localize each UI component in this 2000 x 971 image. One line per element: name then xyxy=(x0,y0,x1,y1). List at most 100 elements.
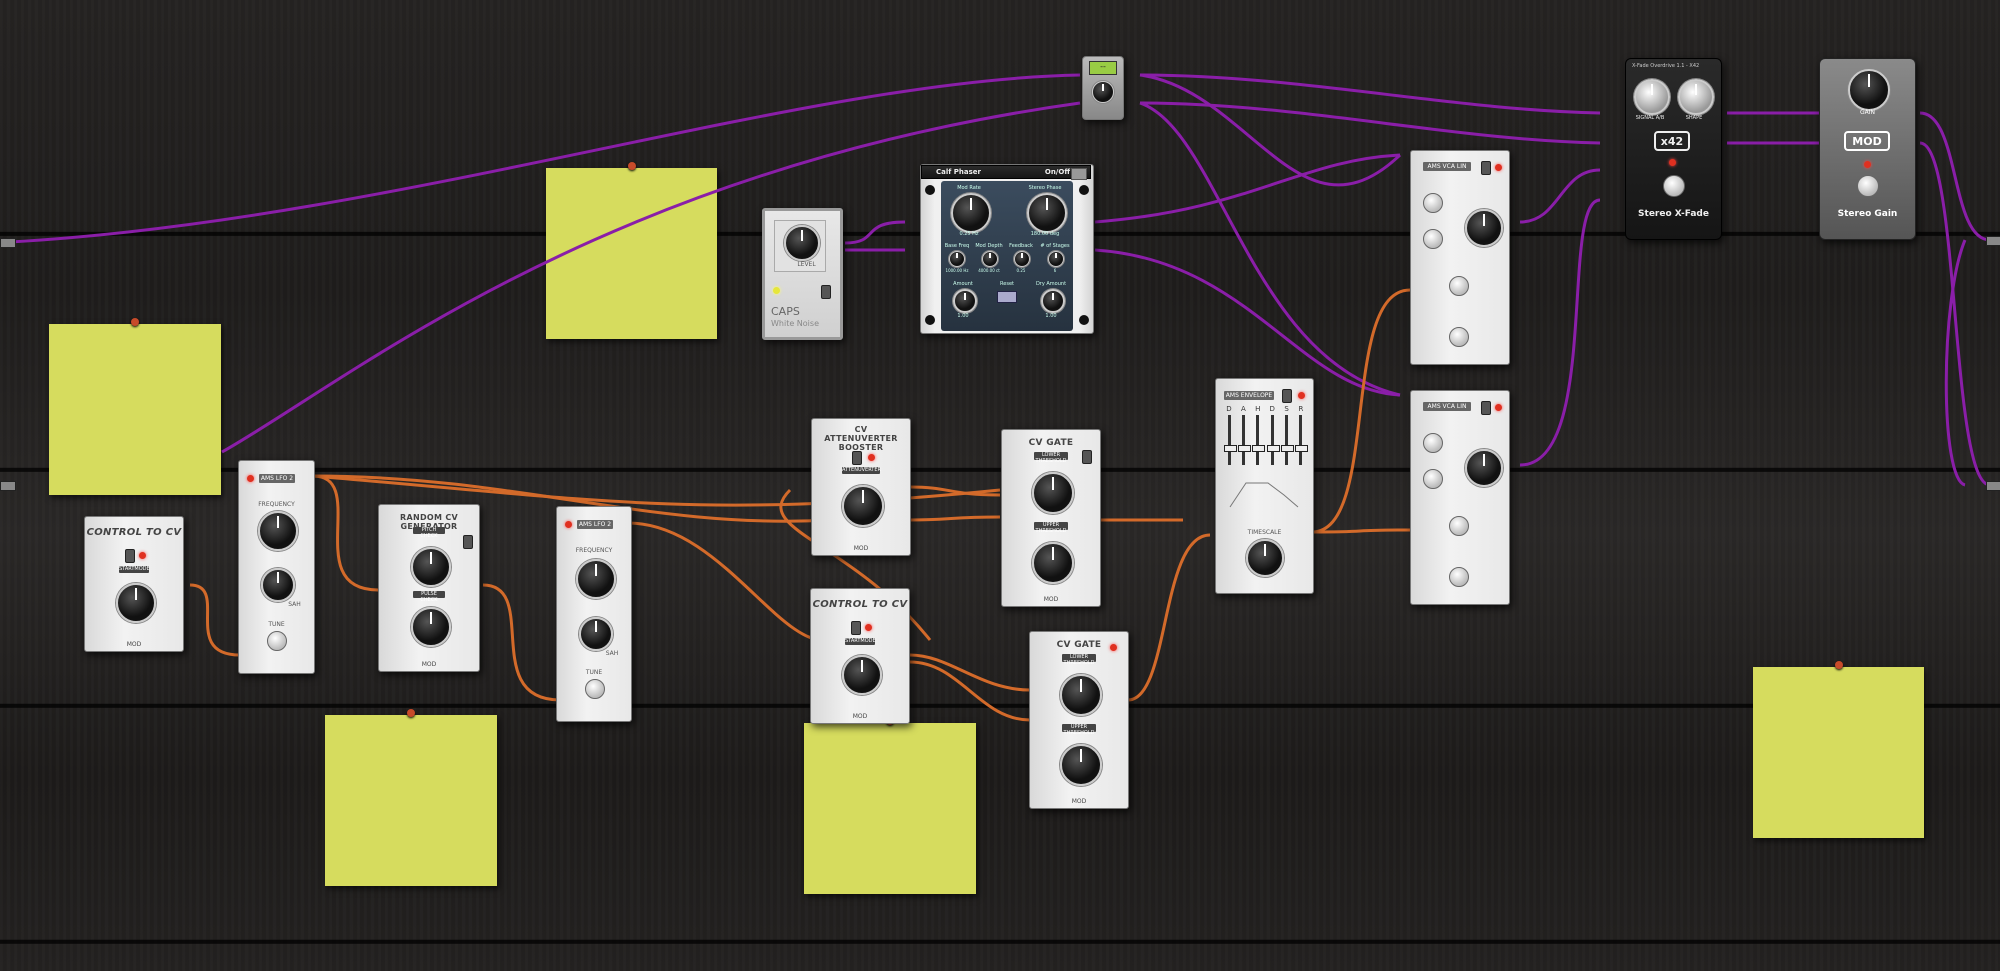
offset-knob[interactable] xyxy=(1449,516,1469,536)
startmode-button[interactable]: STARTMODE xyxy=(845,638,876,645)
gain-scale-knob[interactable] xyxy=(1449,567,1469,587)
feedback-knob[interactable] xyxy=(1014,251,1030,267)
lower-threshold-knob[interactable] xyxy=(1032,472,1074,514)
bypass-toggle[interactable] xyxy=(851,621,861,635)
gain-scale-knob[interactable] xyxy=(1449,327,1469,347)
plugin-name: Stereo X-Fade xyxy=(1638,209,1709,219)
system-output-port[interactable] xyxy=(1986,236,2000,246)
sticky-note[interactable] xyxy=(804,717,976,894)
tune-knob[interactable] xyxy=(585,679,605,699)
slider-d2[interactable]: D xyxy=(1266,405,1280,475)
stereo-phase-knob[interactable] xyxy=(1027,193,1067,233)
lower-threshold-button[interactable]: LOWER THRESHOLD xyxy=(1034,452,1068,464)
upper-threshold-knob[interactable] xyxy=(1032,542,1074,584)
plugin-control-to-cv-2[interactable]: CONTROL TO CV STARTMODE MOD xyxy=(810,588,910,724)
sticky-note[interactable] xyxy=(325,709,497,886)
plugin-cv-gate-2[interactable]: CV GATE LOWER THRESHOLD UPPER THRESHOLD … xyxy=(1029,631,1129,809)
slider-a[interactable]: A xyxy=(1237,405,1251,475)
plugin-random-cv-generator[interactable]: RANDOM CV GENERATOR PITCH CHECK PULSE CH… xyxy=(378,504,480,672)
control-knob[interactable] xyxy=(116,583,156,623)
waveform-knob[interactable] xyxy=(579,617,613,651)
plugin-title: Calf Phaser xyxy=(936,168,981,176)
plugin-ams-vca-2[interactable]: AMS VCA LIN xyxy=(1410,390,1510,605)
system-output-port[interactable] xyxy=(1986,481,2000,491)
onoff-switch[interactable] xyxy=(1071,168,1087,180)
bypass-toggle[interactable] xyxy=(1282,389,1292,403)
plugin-stereo-xfade[interactable]: X-Fade Overdrive 1.1 - X42 SIGNAL A/B SH… xyxy=(1625,58,1722,240)
timescale-knob[interactable] xyxy=(1246,539,1284,577)
mod-depth-value: 4000.00 ct xyxy=(978,268,1000,273)
sticky-note[interactable] xyxy=(49,318,221,495)
system-input-port[interactable] xyxy=(0,238,16,248)
brand-logo: MOD xyxy=(1043,596,1059,603)
stages-knob[interactable] xyxy=(1048,251,1064,267)
plugin-ams-lfo-1[interactable]: AMS LFO 2 FREQUENCY SAH TUNE xyxy=(238,460,315,674)
upper-threshold-knob[interactable] xyxy=(1060,744,1102,786)
footswitch[interactable] xyxy=(1663,175,1685,197)
bypass-toggle[interactable] xyxy=(1481,161,1491,175)
shape-knob[interactable] xyxy=(1678,79,1714,115)
plugin-cv-gate-1[interactable]: CV GATE LOWER THRESHOLD UPPER THRESHOLD … xyxy=(1001,429,1101,607)
plugin-calf-phaser[interactable]: Calf Phaser On/Off Mod Rate 0.25 Hz Ster… xyxy=(920,164,1094,334)
pulse-check-button[interactable]: PULSE CHECK xyxy=(413,591,445,603)
offset-knob[interactable] xyxy=(1449,276,1469,296)
gain-knob[interactable] xyxy=(1423,433,1443,453)
footswitch[interactable] xyxy=(1857,175,1879,197)
bypass-toggle[interactable] xyxy=(821,285,831,299)
mod-rate-knob[interactable] xyxy=(951,193,991,233)
plugin-cv-attenuverter-booster[interactable]: CV ATTENUVERTER BOOSTER ATTENUVERTER MOD xyxy=(811,418,911,556)
bypass-toggle[interactable] xyxy=(852,451,862,465)
base-freq-knob[interactable] xyxy=(949,251,965,267)
plugin-caps-white-noise[interactable]: LEVEL CAPS White Noise xyxy=(762,208,843,340)
signal-ab-knob[interactable] xyxy=(1634,79,1670,115)
slider-d[interactable]: D xyxy=(1223,405,1237,475)
frequency-knob[interactable] xyxy=(576,559,616,599)
plugin-tuner[interactable]: -- xyxy=(1082,56,1124,120)
bypass-toggle[interactable] xyxy=(125,549,135,563)
gain-knob[interactable] xyxy=(1848,69,1890,111)
slider-r[interactable]: R xyxy=(1295,405,1309,475)
gain-knob[interactable] xyxy=(1423,469,1443,489)
dry-amount-knob[interactable] xyxy=(1041,289,1065,313)
plugin-stereo-gain[interactable]: GAIN MOD Stereo Gain xyxy=(1819,58,1916,240)
plugin-ams-vca-1[interactable]: AMS VCA LIN xyxy=(1410,150,1510,365)
pitch-knob[interactable] xyxy=(411,547,451,587)
status-led xyxy=(1495,164,1502,171)
dry-amount-value: 1.00 xyxy=(1045,313,1057,319)
system-input-port[interactable] xyxy=(0,481,16,491)
overall-gain-knob[interactable] xyxy=(1465,209,1503,247)
lower-threshold-button[interactable]: LOWER THRESHOLD xyxy=(1062,654,1096,666)
level-knob[interactable] xyxy=(784,225,820,261)
waveform-knob[interactable] xyxy=(261,568,295,602)
upper-threshold-button[interactable]: UPPER THRESHOLD xyxy=(1034,522,1068,534)
pitch-check-button[interactable]: PITCH CHECK xyxy=(413,527,445,539)
bypass-toggle[interactable] xyxy=(463,535,473,549)
pulse-knob[interactable] xyxy=(411,607,451,647)
freq-label: FREQUENCY xyxy=(258,501,295,508)
gain-knob[interactable] xyxy=(1423,193,1443,213)
envelope-graph xyxy=(1229,482,1299,508)
gain-knob[interactable] xyxy=(1423,229,1443,249)
sticky-note[interactable] xyxy=(1753,661,1924,838)
plugin-ams-lfo-2[interactable]: AMS LFO 2 FREQUENCY SAH TUNE xyxy=(556,506,632,722)
tune-knob[interactable] xyxy=(267,631,287,651)
bypass-toggle[interactable] xyxy=(1481,401,1491,415)
control-knob[interactable] xyxy=(842,655,882,695)
slider-h[interactable]: H xyxy=(1252,405,1266,475)
overall-gain-knob[interactable] xyxy=(1465,449,1503,487)
sticky-note[interactable] xyxy=(546,162,717,339)
upper-threshold-button[interactable]: UPPER THRESHOLD xyxy=(1062,724,1096,736)
attenuverter-knob[interactable] xyxy=(842,485,884,527)
lower-threshold-knob[interactable] xyxy=(1060,674,1102,716)
reset-button[interactable] xyxy=(997,291,1017,303)
bypass-toggle[interactable] xyxy=(1082,450,1092,464)
plugin-control-to-cv-1[interactable]: CONTROL TO CV STARTMODE MOD xyxy=(84,516,184,652)
amount-knob[interactable] xyxy=(953,289,977,313)
startmode-button[interactable]: STARTMODE xyxy=(119,566,150,573)
plugin-ams-envelope[interactable]: AMS ENVELOPE D A H D S R TIMESCALE xyxy=(1215,378,1314,594)
attenuverter-button[interactable]: ATTENUVERTER xyxy=(842,467,881,474)
tuner-footswitch[interactable] xyxy=(1092,81,1114,103)
mod-depth-knob[interactable] xyxy=(982,251,998,267)
frequency-knob[interactable] xyxy=(258,511,298,551)
slider-s[interactable]: S xyxy=(1281,405,1295,475)
